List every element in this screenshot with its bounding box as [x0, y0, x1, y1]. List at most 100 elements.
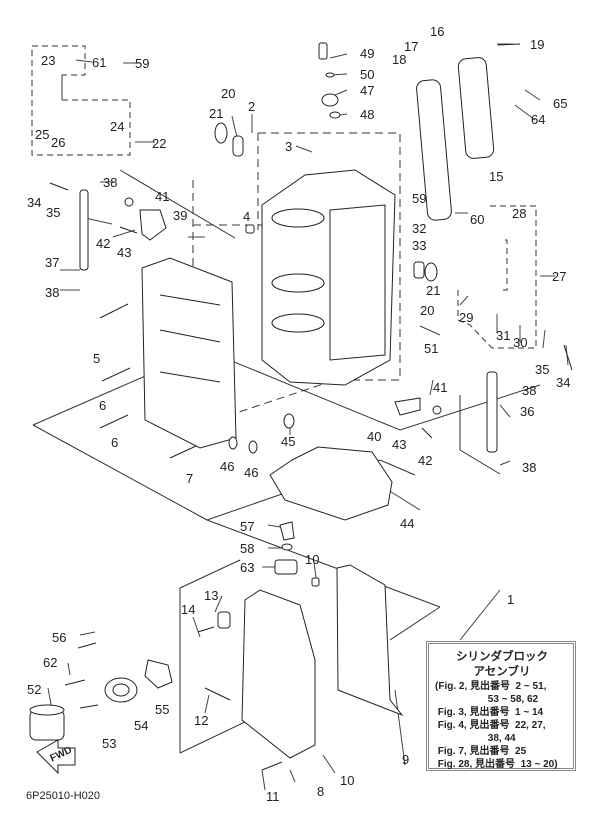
group-box-27 [458, 206, 536, 348]
callout-33: 33 [412, 238, 427, 253]
callout-32: 32 [412, 221, 427, 236]
callout-12: 12 [194, 713, 209, 728]
callout-18: 18 [392, 52, 407, 67]
callout-8: 8 [317, 784, 325, 799]
legend-line: (Fig. 2, 見出番号 2 ~ 51, [435, 681, 547, 692]
callout-47: 47 [360, 83, 375, 98]
exhaust-cover-inner [416, 79, 452, 221]
callout-1: 1 [507, 592, 515, 607]
callout-2: 2 [248, 99, 256, 114]
callout-53: 53 [102, 736, 117, 751]
callout-58: 58 [240, 541, 255, 556]
part-shapes [30, 43, 572, 773]
callout-34b: 34 [556, 375, 571, 390]
callout-52: 52 [27, 682, 42, 697]
callout-36: 36 [520, 404, 535, 419]
group-box-22 [32, 46, 130, 155]
callout-41a: 41 [155, 189, 170, 204]
callout-9: 9 [402, 752, 410, 767]
callout-38a: 38 [103, 175, 118, 190]
callout-29: 29 [459, 310, 474, 325]
callout-23: 23 [41, 53, 56, 68]
callout-63: 63 [240, 560, 255, 575]
fwd-frame [37, 740, 75, 773]
legend-line: Fig. 28, 見出番号 13 ~ 20) [435, 759, 558, 770]
callout-16: 16 [430, 24, 445, 39]
callout-64: 64 [531, 112, 546, 127]
callout-48: 48 [360, 107, 375, 122]
callout-46a: 46 [220, 459, 235, 474]
callout-6b: 6 [111, 435, 119, 450]
callout-43b: 43 [392, 437, 407, 452]
callout-20b: 20 [420, 303, 435, 318]
legend-line: 38, 44 [435, 733, 516, 744]
pipe-37 [80, 190, 88, 270]
frame-lines [33, 170, 540, 753]
legend-line: Fig. 7, 見出番号 25 [435, 746, 527, 757]
callout-61: 61 [92, 55, 107, 70]
callout-27: 27 [552, 269, 567, 284]
callout-31: 31 [496, 328, 511, 343]
callout-42a: 42 [96, 236, 111, 251]
callout-10a: 10 [305, 552, 320, 567]
pipe-36 [487, 372, 497, 452]
legend-line: Fig. 4, 見出番号 22, 27, [435, 720, 546, 731]
gasket-9 [337, 565, 402, 715]
callout-42b: 42 [418, 453, 433, 468]
callout-5: 5 [93, 351, 101, 366]
callout-6a: 6 [99, 398, 107, 413]
legend-line: Fig. 3, 見出番号 1 ~ 14 [435, 707, 544, 718]
callout-30: 30 [513, 335, 528, 350]
callout-21a: 21 [209, 106, 224, 121]
callout-46b: 46 [244, 465, 259, 480]
callout-38b: 38 [45, 285, 60, 300]
callout-4: 4 [243, 209, 251, 224]
callout-49: 49 [360, 46, 375, 61]
callout-40: 40 [367, 429, 382, 444]
callout-45: 45 [281, 434, 296, 449]
assembly-legend-box: シリンダブロック アセンブリ (Fig. 2, 見出番号 2 ~ 51, 53 … [426, 641, 576, 771]
callout-11: 11 [266, 789, 280, 804]
exhaust-cover-outer [458, 57, 495, 159]
callout-3: 3 [285, 139, 293, 154]
legend-title-line2: アセンブリ [473, 666, 531, 678]
callout-51: 51 [424, 341, 439, 356]
callout-15: 15 [489, 169, 504, 184]
legend-title-line1: シリンダブロック [456, 651, 548, 663]
gasket-44 [270, 447, 392, 520]
callout-20a: 20 [221, 86, 236, 101]
callout-59a: 59 [135, 56, 150, 71]
callout-10b: 10 [340, 773, 355, 788]
callout-38d: 38 [522, 460, 537, 475]
callout-59b: 59 [412, 191, 427, 206]
callout-22: 22 [152, 136, 167, 151]
callout-65: 65 [553, 96, 568, 111]
callout-54: 54 [134, 718, 149, 733]
callout-41b: 41 [433, 380, 448, 395]
callout-21b: 21 [426, 283, 441, 298]
callout-38c: 38 [522, 383, 537, 398]
callout-13: 13 [204, 588, 219, 603]
callout-24: 24 [110, 119, 125, 134]
callout-56: 56 [52, 630, 67, 645]
crankcase-body [142, 258, 236, 448]
callout-50: 50 [360, 67, 375, 82]
callout-35a: 35 [46, 205, 61, 220]
bracket-40 [395, 398, 420, 415]
callout-37: 37 [45, 255, 60, 270]
callout-44: 44 [400, 516, 415, 531]
callout-17: 17 [404, 39, 419, 54]
callout-62: 62 [43, 655, 58, 670]
callout-57: 57 [240, 519, 255, 534]
callout-7: 7 [186, 471, 194, 486]
callout-35b: 35 [535, 362, 550, 377]
callout-28: 28 [512, 206, 527, 221]
legend-line: 53 ~ 58, 62 [435, 694, 539, 705]
callout-26: 26 [51, 135, 66, 150]
callout-39: 39 [173, 208, 188, 223]
callout-25: 25 [35, 127, 50, 142]
callout-60: 60 [470, 212, 485, 227]
callout-14: 14 [181, 602, 196, 617]
callout-19: 19 [530, 37, 545, 52]
